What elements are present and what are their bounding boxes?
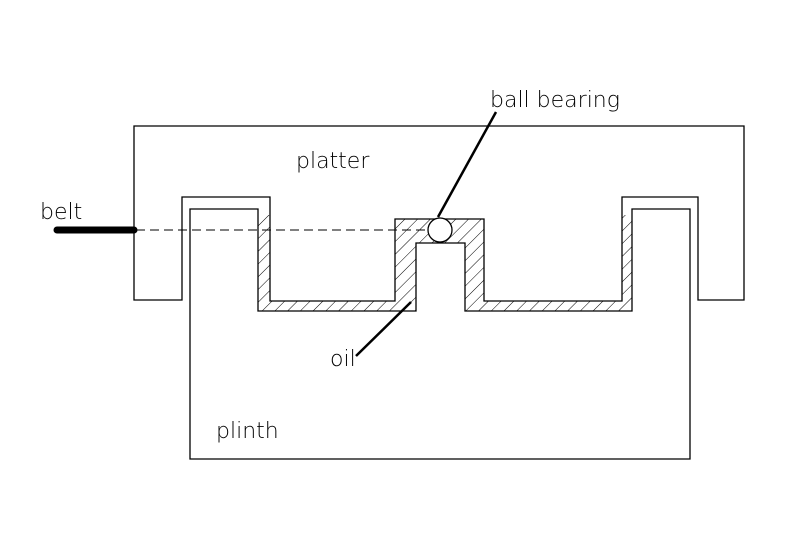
oil-label: oil <box>330 347 356 372</box>
platter-outline <box>133 125 745 302</box>
belt-label: belt <box>40 200 82 225</box>
ball-bearing <box>427 217 453 243</box>
oil-leader <box>355 301 412 357</box>
plinth-label: plinth <box>216 419 279 444</box>
ball-bearing-label: ball bearing <box>490 88 620 113</box>
plinth-outline <box>189 208 691 460</box>
ball-bearing-leader <box>436 111 498 218</box>
platter-label: platter <box>296 149 370 174</box>
